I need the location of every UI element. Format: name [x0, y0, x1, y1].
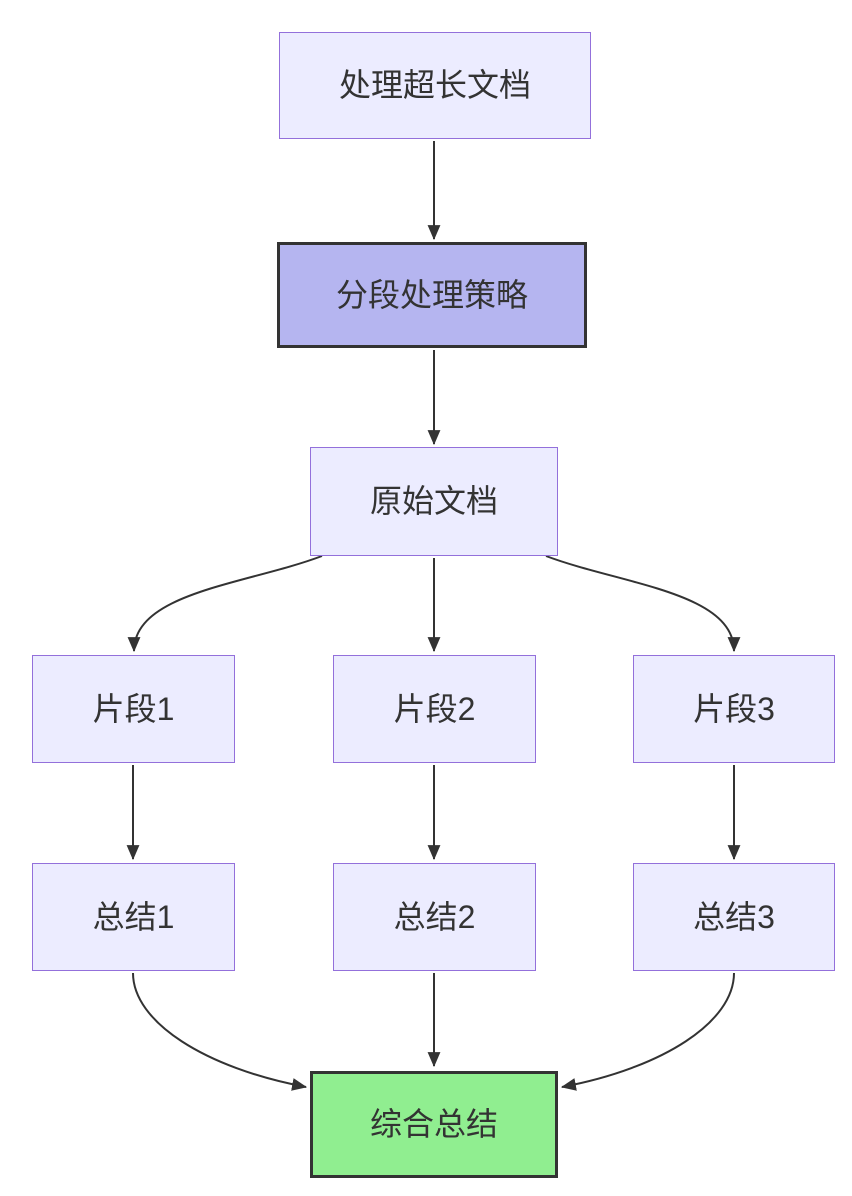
node-strategy: 分段处理策略 [277, 242, 587, 348]
node-summary-2: 总结2 [333, 863, 536, 971]
node-fragment-2-label: 片段2 [393, 690, 476, 727]
node-summary-3: 总结3 [633, 863, 835, 971]
node-strategy-label: 分段处理策略 [335, 276, 528, 313]
node-fragment-3: 片段3 [633, 655, 835, 763]
node-task-label: 处理超长文档 [338, 67, 531, 104]
node-fragment-1: 片段1 [32, 655, 235, 763]
edge-sum1-final [132, 972, 308, 1091]
node-fragment-1-label: 片段1 [92, 690, 175, 727]
edge-doc-frag3 [545, 555, 741, 653]
node-fragment-3-label: 片段3 [693, 690, 775, 727]
node-task: 处理超长文档 [279, 32, 591, 139]
node-original-document-label: 原始文档 [369, 483, 498, 520]
edge-doc-frag1 [127, 555, 323, 653]
node-summary-1: 总结1 [32, 863, 235, 971]
node-original-document: 原始文档 [310, 447, 558, 556]
edge-sum3-final [560, 972, 735, 1091]
node-final-summary: 综合总结 [310, 1071, 558, 1178]
node-fragment-2: 片段2 [333, 655, 536, 763]
node-summary-1-label: 总结1 [92, 898, 175, 935]
node-final-summary-label: 综合总结 [369, 1106, 498, 1143]
node-summary-3-label: 总结3 [693, 898, 775, 935]
node-summary-2-label: 总结2 [393, 898, 476, 935]
